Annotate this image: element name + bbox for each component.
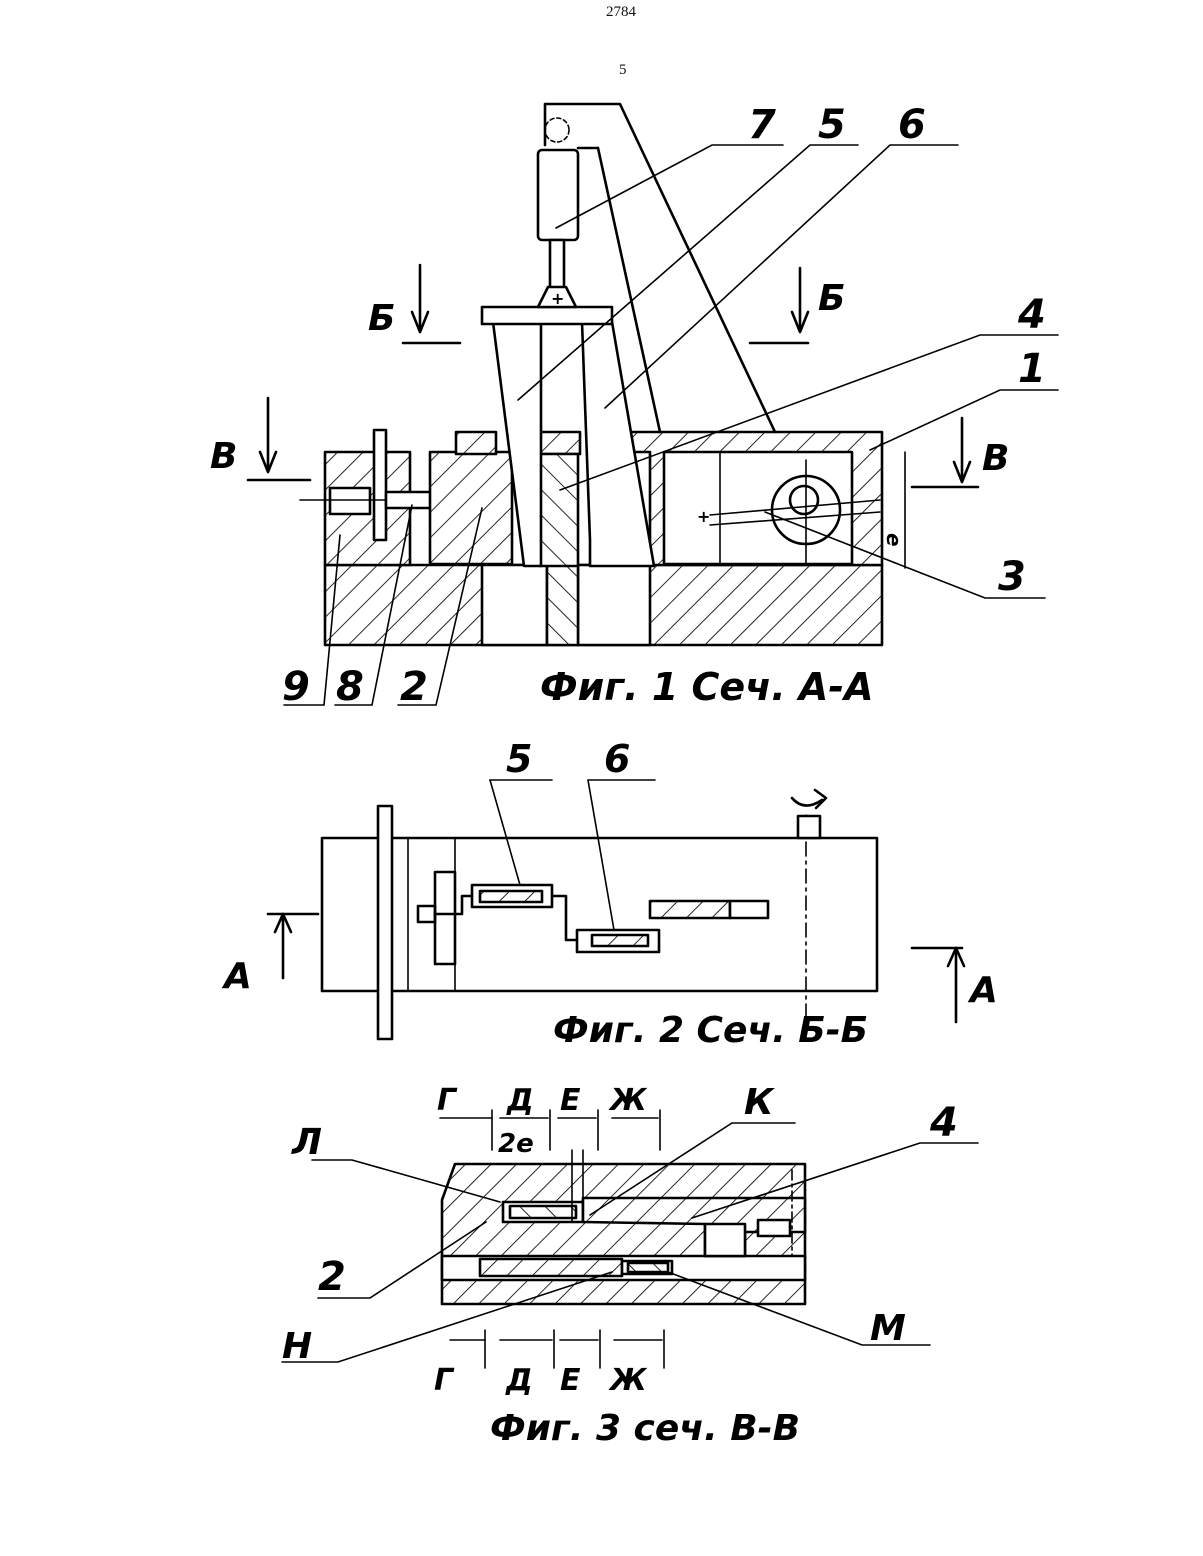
part-7-rod bbox=[550, 240, 564, 290]
fig2-part-6 bbox=[592, 935, 648, 946]
callout-6: 6 bbox=[898, 102, 926, 148]
zone-label-top-e: Е bbox=[560, 1083, 581, 1118]
callout-3: 3 bbox=[998, 554, 1026, 600]
fig2-link-5 bbox=[435, 896, 472, 914]
fig3-callout-2: 2 bbox=[318, 1254, 346, 1300]
fig3-eccentric-end bbox=[758, 1220, 790, 1236]
callout-9: 9 bbox=[282, 664, 310, 710]
part-8-plate bbox=[374, 430, 386, 540]
leader-7 bbox=[556, 145, 783, 228]
part-3-window bbox=[664, 452, 852, 564]
fig3-callout-n: Н bbox=[282, 1326, 312, 1367]
fig3-dim-2e: 2е bbox=[498, 1129, 534, 1159]
part-7-plus-mark: + bbox=[551, 289, 564, 308]
fig3-callout-4: 4 bbox=[929, 1100, 958, 1146]
fig3-part-m bbox=[628, 1263, 668, 1272]
fig2-bar-hatched bbox=[650, 901, 730, 918]
figure-3: Г Д Е Ж 2е Г Д Е Ж Л К 4 2 Н М Фиг. 3 се… bbox=[282, 1082, 978, 1449]
callout-8: 8 bbox=[336, 664, 364, 710]
section-a-right-label: А bbox=[967, 970, 998, 1011]
zone-label-bottom-zh: Ж bbox=[608, 1363, 648, 1398]
fig2-link-6 bbox=[552, 896, 577, 940]
callout-4: 4 bbox=[1017, 292, 1046, 338]
section-b-right-label: Б bbox=[818, 278, 845, 319]
part-7-pivot bbox=[545, 118, 569, 142]
cover-mid bbox=[540, 432, 580, 454]
part-8-screw bbox=[386, 492, 432, 508]
fig2-leader-5 bbox=[490, 780, 552, 885]
figure-1: + + Б Б bbox=[210, 102, 1058, 710]
part-2-slider bbox=[430, 452, 512, 564]
part-4-bar bbox=[540, 454, 578, 566]
callout-1: 1 bbox=[1018, 346, 1046, 392]
leader-1 bbox=[870, 390, 1058, 450]
fig2-bar-end bbox=[730, 901, 768, 918]
fig2-part-5 bbox=[480, 891, 542, 902]
base-slot-right bbox=[578, 565, 650, 645]
fig2-eccentric-shaft bbox=[798, 816, 820, 838]
fig2-rotation-head bbox=[815, 790, 826, 808]
fig2-slider bbox=[435, 872, 455, 964]
callout-7: 7 bbox=[748, 102, 776, 148]
section-v-left-label: В bbox=[210, 436, 237, 477]
zone-label-top-zh: Ж bbox=[608, 1083, 648, 1118]
zone-label-top-g: Г bbox=[437, 1083, 458, 1118]
section-b-left-label: Б bbox=[368, 298, 395, 339]
fig3-part-l bbox=[510, 1206, 576, 1218]
cover-left bbox=[456, 432, 496, 454]
zone-label-bottom-e: Е bbox=[560, 1363, 581, 1398]
fig3-callout-m: М bbox=[870, 1308, 906, 1349]
frame-arm bbox=[545, 104, 775, 432]
fig2-callout-5: 5 bbox=[506, 737, 532, 781]
fig2-caption: Фиг. 2 Сеч. Б-Б bbox=[553, 1010, 868, 1051]
section-v-right-label: В bbox=[982, 438, 1009, 479]
fig3-lower-bar bbox=[480, 1259, 622, 1276]
fig2-plate bbox=[378, 806, 392, 1039]
figure-2: А А 5 6 Фиг. 2 Сеч. Б-Б bbox=[221, 737, 998, 1051]
fig2-rotation-arrow bbox=[792, 798, 822, 806]
base-centre-rib bbox=[547, 565, 578, 645]
crossbar bbox=[482, 307, 612, 324]
fig3-body bbox=[442, 1164, 805, 1304]
fig3-callout-l: Л bbox=[291, 1122, 322, 1163]
fig3-callout-k: К bbox=[744, 1082, 775, 1123]
fig2-leader-6 bbox=[588, 780, 655, 930]
zone-label-bottom-g: Г bbox=[434, 1363, 455, 1398]
part-9-bore bbox=[330, 488, 370, 514]
zone-label-bottom-d: Д bbox=[505, 1363, 533, 1398]
fig3-caption: Фиг. 3 сеч. В-В bbox=[490, 1408, 800, 1449]
fig2-body bbox=[322, 838, 877, 991]
zone-label-top-d: Д bbox=[506, 1083, 534, 1118]
part-3-plus-mark: + bbox=[697, 507, 710, 526]
fig2-callout-6: 6 bbox=[604, 737, 630, 781]
base-slot-left bbox=[482, 565, 547, 645]
fig3-pocket bbox=[705, 1224, 745, 1256]
dim-e-label: е bbox=[882, 533, 906, 547]
callout-5: 5 bbox=[818, 102, 846, 148]
section-a-left-label: А bbox=[221, 956, 252, 997]
callout-2: 2 bbox=[400, 664, 428, 710]
fig2-slider-pin bbox=[418, 906, 435, 922]
fig1-caption: Фиг. 1 Сеч. А-А bbox=[540, 665, 874, 709]
